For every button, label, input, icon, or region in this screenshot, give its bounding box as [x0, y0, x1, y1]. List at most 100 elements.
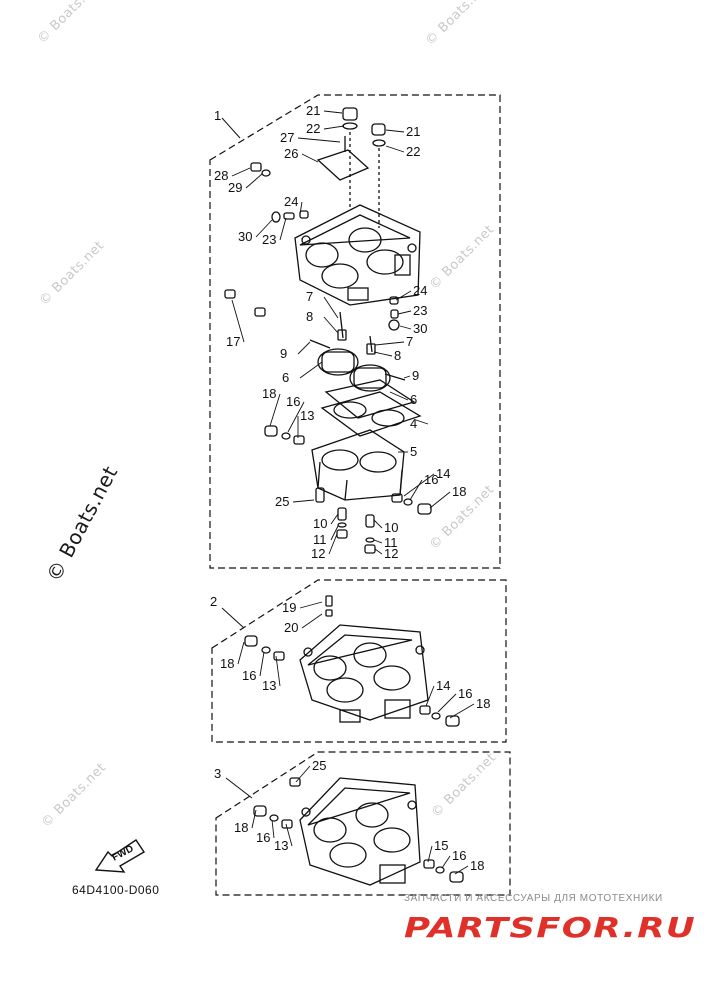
callout-23: 23 [413, 303, 427, 318]
group-3-frame [215, 751, 511, 896]
group-3-leader [225, 777, 253, 799]
callout-leader [301, 153, 319, 163]
shop-logo: PARTSFOR.RU [404, 911, 696, 944]
callout-22: 22 [306, 121, 320, 136]
callout-28: 28 [214, 168, 228, 183]
callout-leader [449, 703, 475, 719]
callout-leader [279, 217, 287, 241]
callout-7: 7 [306, 289, 313, 304]
group-label-2: 2 [210, 594, 217, 609]
group-1-frame [209, 94, 501, 569]
callout-24: 24 [284, 194, 298, 209]
callout-9: 9 [412, 368, 419, 383]
callout-18: 18 [470, 858, 484, 873]
callout-12: 12 [384, 546, 398, 561]
callout-20: 20 [284, 620, 298, 635]
callout-13: 13 [300, 408, 314, 423]
callout-18: 18 [220, 656, 234, 671]
callout-leader [373, 539, 383, 544]
callout-18: 18 [234, 820, 248, 835]
callout-8: 8 [306, 309, 313, 324]
callout-18: 18 [262, 386, 276, 401]
callout-leader [374, 341, 405, 346]
callout-10: 10 [313, 516, 327, 531]
callout-leader [297, 137, 341, 143]
callout-9: 9 [280, 346, 287, 361]
callout-leader [275, 655, 281, 687]
callout-leader [429, 491, 451, 509]
group-number-labels: 1 2 3 [210, 108, 221, 781]
callout-6: 6 [410, 392, 417, 407]
callout-30: 30 [413, 321, 427, 336]
callout-leader [295, 765, 311, 783]
callout-leader [245, 173, 263, 189]
callout-19: 19 [282, 600, 296, 615]
callout-26: 26 [284, 146, 298, 161]
callout-leader [409, 479, 423, 501]
callout-15: 15 [434, 838, 448, 853]
callout-13: 13 [262, 678, 276, 693]
callout-16: 16 [424, 472, 438, 487]
callout-21: 21 [306, 103, 320, 118]
callout-leader [330, 525, 339, 541]
fwd-arrow-icon: FWD [94, 839, 145, 873]
callout-16: 16 [242, 668, 256, 683]
callout-leader [373, 519, 383, 529]
drawing-code: 64D4100-D060 [72, 883, 160, 897]
callout-14: 14 [436, 678, 450, 693]
callout-leader [441, 855, 451, 869]
callout-leader [374, 548, 383, 555]
callout-16: 16 [458, 686, 472, 701]
callout-leader [397, 310, 412, 315]
callout-leader [323, 110, 343, 114]
callout-leader [389, 391, 409, 401]
callout-leader [287, 401, 305, 433]
callout-leader [403, 375, 411, 379]
callout-leader [231, 167, 251, 177]
callout-17: 17 [226, 334, 240, 349]
callout-8: 8 [394, 348, 401, 363]
callout-16: 16 [452, 848, 466, 863]
carburetor-assembly-top [224, 107, 432, 554]
callout-29: 29 [228, 180, 242, 195]
group-1-leader [221, 117, 241, 139]
callout-16: 16 [286, 394, 300, 409]
callout-leader [269, 393, 281, 427]
callout-4: 4 [410, 416, 417, 431]
group-label-1: 1 [214, 108, 221, 123]
callout-12: 12 [311, 546, 325, 561]
callout-30: 30 [238, 229, 252, 244]
callout-leader [328, 533, 338, 555]
svg-text:PARTSFOR.RU: PARTSFOR.RU [404, 911, 696, 944]
callout-24: 24 [413, 283, 427, 298]
callout-leader [437, 693, 457, 713]
callout-leader [297, 341, 311, 355]
callout-leader [395, 290, 412, 301]
callout-11: 11 [384, 535, 398, 550]
callout-13: 13 [274, 838, 288, 853]
callout-leader [299, 601, 323, 609]
callout-leader [427, 845, 433, 863]
callout-5: 5 [410, 444, 417, 459]
callout-leader [385, 129, 405, 133]
callout-leader [373, 351, 393, 357]
callout-leader [425, 685, 435, 707]
shop-caption: ЗАПЧАСТИ И АКСЕССУАРЫ ДЛЯ МОТОТЕХНИКИ [404, 893, 663, 904]
callout-leader [399, 325, 412, 330]
callout-leader [415, 419, 429, 425]
callout-25: 25 [275, 494, 289, 509]
callout-leader [323, 125, 345, 130]
callout-23: 23 [262, 232, 276, 247]
callout-18: 18 [476, 696, 490, 711]
group-label-3: 3 [214, 766, 221, 781]
callout-leader [255, 219, 273, 238]
callout-leader [323, 316, 339, 334]
callout-11: 11 [313, 532, 327, 547]
callout-leader [231, 299, 245, 343]
callout-leader [259, 651, 265, 677]
callout-leader [299, 361, 323, 379]
callout-14: 14 [436, 466, 450, 481]
